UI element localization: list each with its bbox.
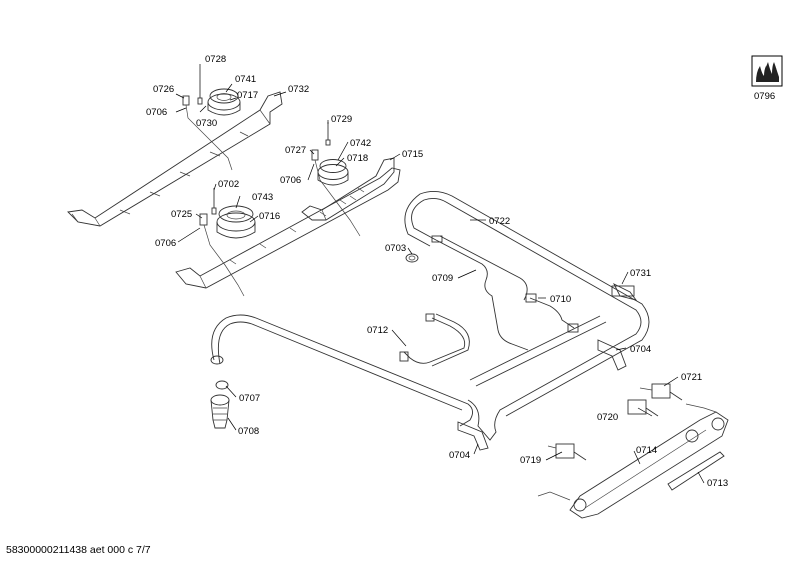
callout-0716: 0716 [259, 211, 280, 222]
callout-0719: 0719 [520, 455, 541, 466]
valve-0720 [627, 399, 659, 417]
rail-0713 [667, 451, 725, 491]
document-id-footer: 58300000211438 aet 000 c 7/7 [6, 544, 151, 556]
callout-0702: 0702 [218, 179, 239, 190]
callout-0720: 0720 [597, 412, 618, 423]
burner-bracket-0715 [301, 157, 395, 221]
callout-0712: 0712 [367, 325, 388, 336]
callout-0709: 0709 [432, 273, 453, 284]
callout-0742: 0742 [350, 138, 371, 149]
callout-0703: 0703 [385, 243, 406, 254]
burner-bracket-0716 [175, 167, 401, 289]
burner-cap-0743 [216, 205, 256, 239]
leader-lines [175, 64, 705, 484]
nut-0703 [405, 253, 419, 263]
callout-0729: 0729 [331, 114, 352, 125]
callout-0727: 0727 [285, 145, 306, 156]
burner-cap-0741 [207, 88, 241, 116]
ignition-electrode-0728 [197, 80, 203, 105]
callout-0726: 0726 [153, 84, 174, 95]
callout-0741: 0741 [235, 74, 256, 85]
burner-bracket-0732 [67, 91, 283, 227]
valve-0719 [547, 443, 587, 461]
washer-0707 [215, 380, 229, 390]
callout-0708: 0708 [238, 426, 259, 437]
callout-0704-a: 0704 [630, 344, 651, 355]
thermocouple-0727 [311, 149, 361, 237]
callout-0706-c: 0706 [155, 238, 176, 249]
callout-0717: 0717 [237, 90, 258, 101]
valve-0721 [639, 383, 683, 401]
clip-0731 [611, 282, 638, 301]
callout-0714: 0714 [636, 445, 657, 456]
callout-0730: 0730 [196, 118, 217, 129]
callout-0731: 0731 [630, 268, 651, 279]
ignition-electrode-0729 [325, 122, 331, 146]
callout-0722: 0722 [489, 216, 510, 227]
pipe-0710 [525, 293, 579, 333]
bracket-0704-right [597, 339, 627, 371]
callout-0704-b: 0704 [449, 450, 470, 461]
callout-0715: 0715 [402, 149, 423, 160]
callout-0713: 0713 [707, 478, 728, 489]
pipe-0712 [399, 313, 470, 367]
callout-0706-b: 0706 [280, 175, 301, 186]
burner-cap-0742 [317, 159, 349, 186]
callout-0728: 0728 [205, 54, 226, 65]
thermocouple-0725 [199, 213, 245, 297]
fitting-0708 [210, 394, 230, 429]
callout-0721: 0721 [681, 372, 702, 383]
gas-pipe-0722 [404, 191, 650, 441]
thermocouple-0726 [182, 95, 233, 171]
callout-0706-a: 0706 [146, 107, 167, 118]
manifold-0714 [537, 403, 729, 519]
callout-0743: 0743 [252, 192, 273, 203]
callout-0725: 0725 [171, 209, 192, 220]
pipe-0709 [431, 235, 529, 351]
gas-flame-icon [751, 55, 783, 87]
ignition-electrode-0702 [211, 188, 217, 215]
callout-0707: 0707 [239, 393, 260, 404]
callout-0718: 0718 [347, 153, 368, 164]
callout-0710: 0710 [550, 294, 571, 305]
callout-0796: 0796 [754, 91, 775, 102]
callout-0732: 0732 [288, 84, 309, 95]
bracket-0704-lower [457, 421, 489, 451]
gas-pipe-left-0722 [210, 314, 607, 427]
